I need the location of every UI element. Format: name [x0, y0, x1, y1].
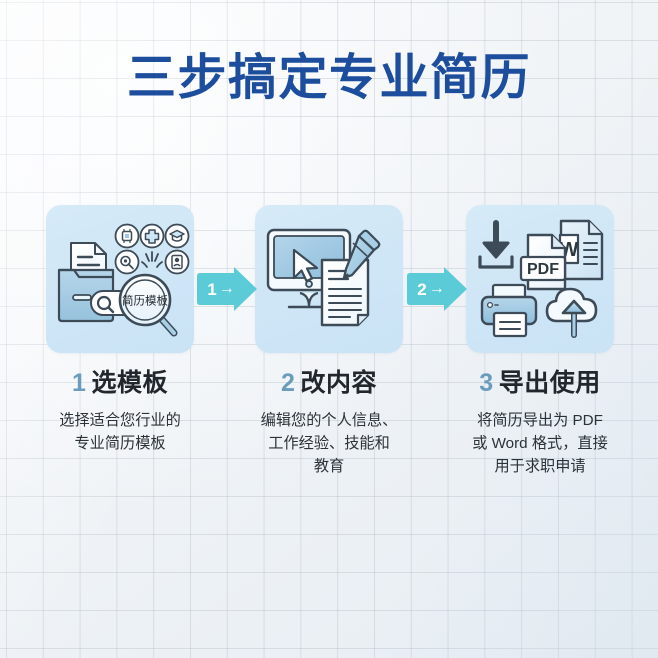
category-icons-group — [114, 223, 190, 275]
cloud-upload-icon — [545, 287, 598, 338]
pencil-icon — [342, 229, 381, 280]
cursor-icon — [292, 248, 319, 283]
step-2-number: 2 — [281, 369, 296, 397]
title-container: 三步搞定专业简历 — [0, 51, 658, 106]
gear-icon — [114, 249, 140, 275]
step-2-description: 编辑您的个人信息、 工作经验、技能和 教育 — [260, 411, 398, 475]
step-3-description: 将简历导出为 PDF 或 Word 格式，直接 用于求职申请 — [472, 411, 608, 475]
export-illustration: W PDF — [478, 219, 604, 338]
person-badge-icon — [164, 249, 190, 275]
connector-arrow-2: 2 → — [407, 267, 467, 311]
printer-icon — [480, 283, 538, 338]
step-3: W PDF — [452, 205, 628, 478]
step-3-illustration-card: W PDF — [466, 205, 614, 353]
download-icon — [478, 220, 514, 269]
step-1-illustration-card: 简历模板 — [46, 205, 194, 353]
arrow-shape-1 — [197, 267, 257, 311]
step-1-description: 选择适合您行业的 专业简历模板 — [59, 411, 181, 452]
step-3-number: 3 — [479, 369, 494, 397]
arrow-shape-2 — [407, 267, 467, 311]
step-2-illustration-card — [255, 205, 403, 353]
pdf-file-icon: PDF — [519, 233, 567, 291]
step-1-number: 1 — [72, 369, 87, 397]
graduation-cap-icon — [164, 223, 190, 249]
medical-cross-icon — [139, 223, 165, 249]
sparkle-icon — [141, 251, 163, 268]
edit-content-illustration — [266, 228, 381, 327]
magnifier-label: 简历模板 — [122, 294, 168, 308]
chip-icon — [114, 223, 140, 249]
document-icon — [320, 258, 370, 327]
step-1-title: 选模板 — [91, 369, 168, 397]
step-3-title: 导出使用 — [498, 369, 601, 397]
template-search-illustration: 简历模板 — [57, 223, 190, 337]
magnifier-icon: 简历模板 — [118, 273, 178, 337]
page-title: 三步搞定专业简历 — [126, 51, 531, 105]
connector-arrow-1: 1 → — [197, 267, 257, 311]
pdf-label: PDF — [527, 261, 559, 278]
step-2-title: 改内容 — [300, 369, 377, 397]
